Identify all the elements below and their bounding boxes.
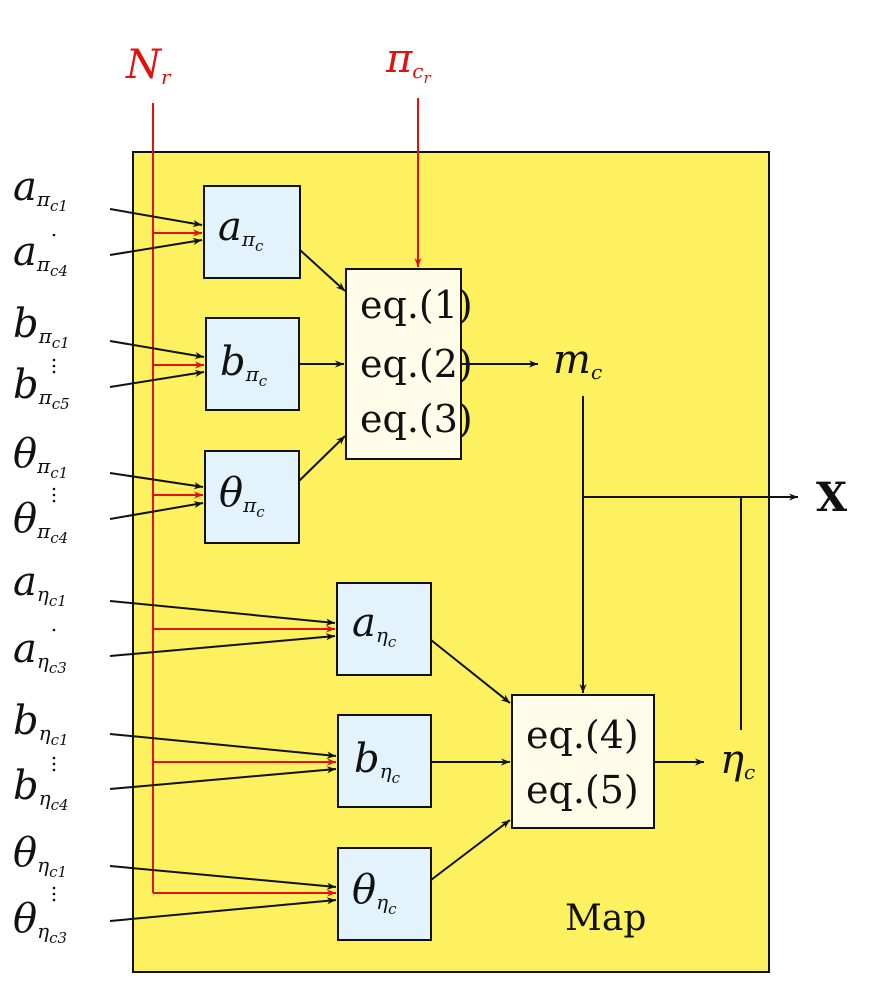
- svg-text:θπc4: θπc4: [13, 496, 68, 547]
- param-box-b-eta: bηc: [337, 714, 432, 808]
- svg-text:bηc4: bηc4: [13, 763, 69, 814]
- svg-text:bηc1: bηc1: [13, 698, 69, 749]
- left-input-b-eta: bηc1 bηc4: [13, 698, 69, 814]
- eq-2-label: eq.(2): [360, 342, 473, 386]
- param-box-b-pi: bπc: [205, 317, 300, 411]
- svg-text:bπc1: bπc1: [13, 301, 70, 352]
- svg-text:θπc: θπc: [219, 470, 265, 521]
- svg-text:θηc3: θηc3: [13, 896, 67, 947]
- eq-1-label: eq.(1): [360, 283, 473, 327]
- svg-text:aηc3: aηc3: [13, 626, 67, 677]
- left-input-a-pi: aπc1 aπc4: [13, 164, 68, 280]
- left-input-theta-pi: θπc1 θπc4: [13, 431, 68, 547]
- n-r-distribution: [152, 103, 336, 897]
- ellipsis-dots: [52, 233, 56, 902]
- equation-box-2: eq.(4) eq.(5): [511, 694, 655, 829]
- eq-3-label: eq.(3): [360, 397, 473, 441]
- svg-text:bηc: bηc: [354, 736, 401, 787]
- svg-text:aπc4: aπc4: [13, 229, 68, 280]
- svg-text:θηc: θηc: [352, 867, 397, 918]
- param-box-a-pi: aπc: [203, 185, 301, 279]
- svg-text:θπc1: θπc1: [13, 431, 68, 482]
- map-label: Map: [565, 898, 646, 939]
- param-box-theta-pi: θπc: [204, 450, 300, 544]
- param-box-theta-eta: θηc: [337, 847, 432, 941]
- output-x-label: X: [816, 474, 847, 521]
- input-arrows: [109, 208, 337, 922]
- svg-text:aηc1: aηc1: [13, 559, 67, 610]
- svg-text:aηc: aηc: [352, 600, 397, 651]
- svg-text:aπc1: aπc1: [13, 164, 68, 215]
- pi-cr-label: πcr: [385, 36, 432, 87]
- param-box-a-eta: aηc: [336, 582, 432, 676]
- m-c-label: mc: [553, 337, 602, 384]
- svg-text:bπc5: bπc5: [13, 362, 70, 413]
- eq-4-label: eq.(4): [526, 713, 639, 757]
- left-input-theta-eta: θηc1 θηc3: [13, 830, 67, 947]
- equation-box-1: eq.(1) eq.(2) eq.(3): [345, 268, 473, 460]
- eq-5-label: eq.(5): [526, 768, 639, 812]
- left-input-a-eta: aηc1 aηc3: [13, 559, 67, 677]
- svg-text:bπc: bπc: [220, 339, 268, 390]
- left-input-b-pi: bπc1 bπc5: [13, 301, 70, 413]
- svg-text:aπc: aπc: [218, 204, 264, 255]
- eta-c-label: ηc: [720, 737, 755, 784]
- param-to-eq-arrows: [298, 249, 511, 881]
- svg-text:θηc1: θηc1: [13, 830, 67, 881]
- n-r-label: Nr: [125, 42, 172, 89]
